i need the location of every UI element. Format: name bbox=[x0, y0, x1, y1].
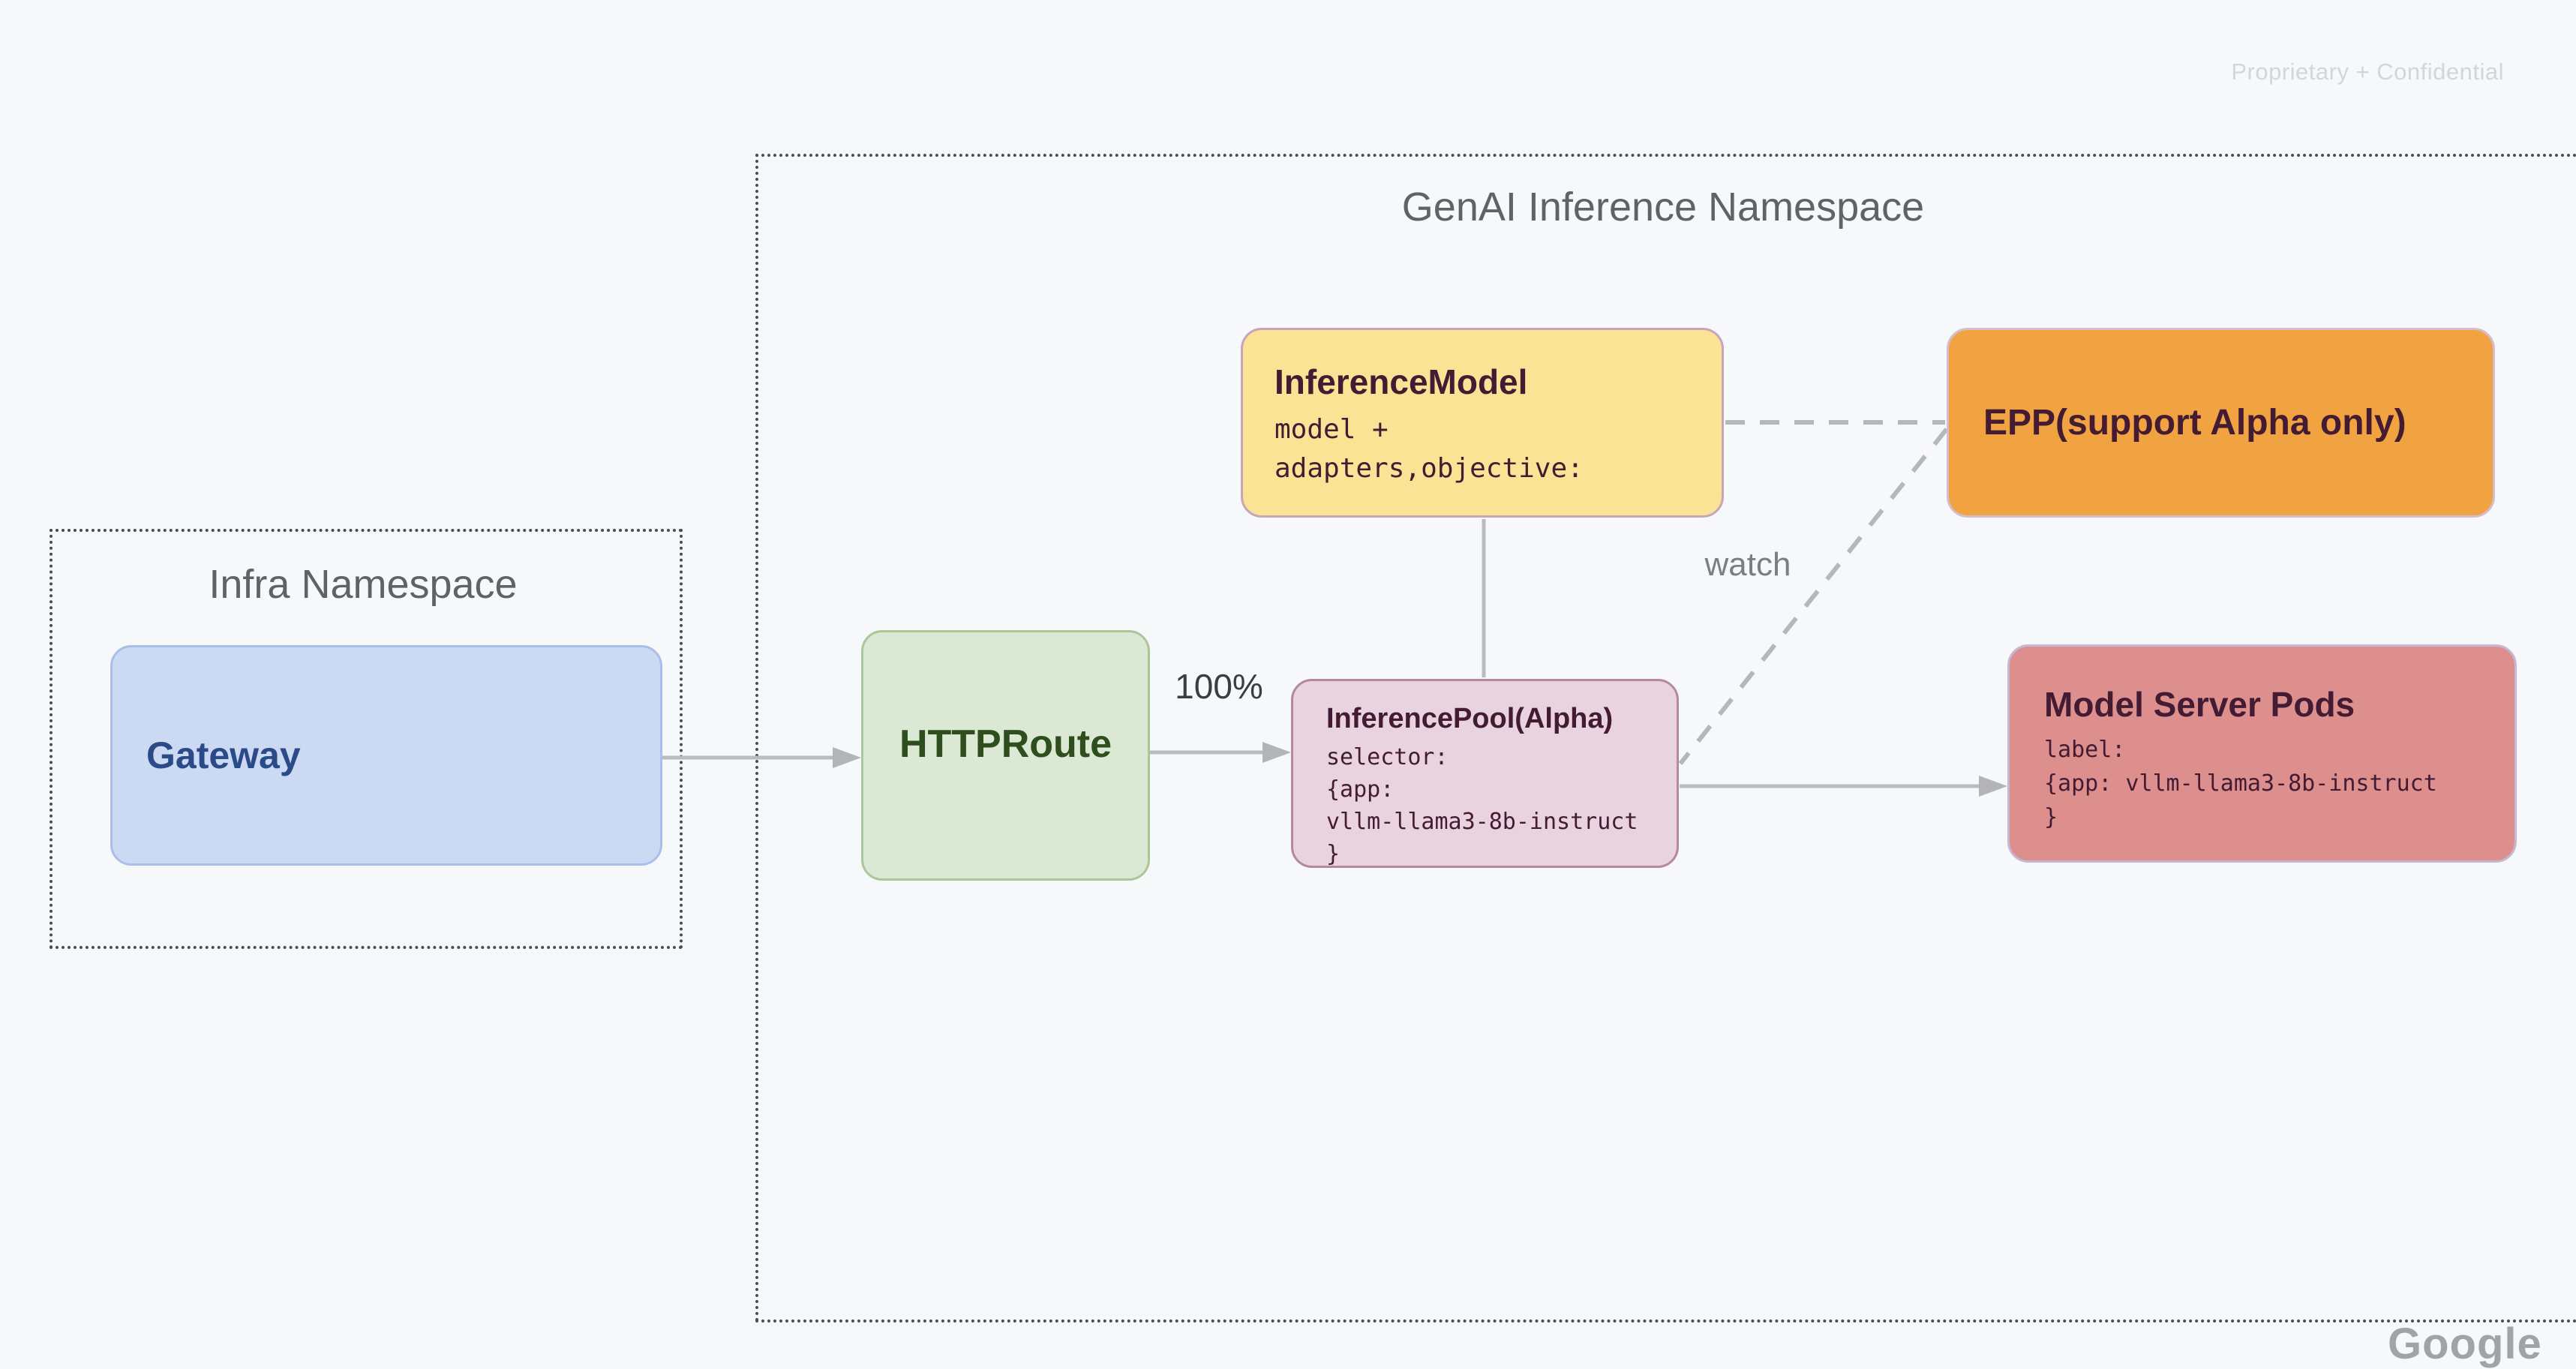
node-model-server-pods-title: Model Server Pods bbox=[2044, 685, 2355, 724]
node-inference-model-code-line: model + bbox=[1274, 414, 1389, 446]
watermark-text: Proprietary + Confidential bbox=[2231, 59, 2504, 85]
node-epp: EPP(support Alpha only) bbox=[1947, 328, 2495, 518]
node-inference-pool-code-line: vllm-llama3-8b-instruct bbox=[1326, 808, 1638, 835]
node-httproute: HTTPRoute bbox=[861, 630, 1150, 881]
slide-canvas: { "header": { "watermark": "Proprietary … bbox=[50, 59, 2576, 1368]
genai-namespace-title: GenAI Inference Namespace bbox=[1401, 185, 1925, 230]
node-model-server-pods-code-line: } bbox=[2044, 804, 2058, 831]
node-inference-pool-code-line: selector: bbox=[1326, 743, 1449, 770]
node-epp-title: EPP(support Alpha only) bbox=[1983, 402, 2406, 443]
node-model-server-pods: Model Server Pods label: {app: vllm-llam… bbox=[2007, 644, 2517, 863]
edge-label-100-percent: 100% bbox=[1175, 667, 1263, 706]
node-inference-model-title: InferenceModel bbox=[1274, 362, 1528, 401]
infra-namespace-box bbox=[50, 529, 683, 949]
node-inference-pool-title: InferencePool(Alpha) bbox=[1326, 703, 1614, 734]
node-gateway-title: Gateway bbox=[146, 734, 301, 776]
google-logo-partial: Google bbox=[2388, 1319, 2542, 1368]
infra-namespace-title: Infra Namespace bbox=[209, 562, 518, 607]
node-inference-model-code-line: adapters,objective: bbox=[1274, 453, 1584, 485]
node-inference-pool-code-line: } bbox=[1326, 840, 1341, 867]
node-model-server-pods-code-line: label: bbox=[2044, 737, 2126, 764]
node-gateway: Gateway bbox=[110, 645, 662, 866]
node-inference-pool: InferencePool(Alpha) selector: {app: vll… bbox=[1291, 679, 1679, 868]
node-inference-model: InferenceModel model + adapters,objectiv… bbox=[1241, 328, 1724, 518]
node-httproute-title: HTTPRoute bbox=[899, 722, 1112, 766]
edge-label-watch: watch bbox=[1704, 546, 1791, 583]
genai-namespace-box bbox=[755, 154, 2576, 1322]
node-model-server-pods-code-line: {app: vllm-llama3-8b-instruct bbox=[2044, 770, 2437, 797]
node-inference-pool-code-line: {app: bbox=[1326, 776, 1395, 803]
